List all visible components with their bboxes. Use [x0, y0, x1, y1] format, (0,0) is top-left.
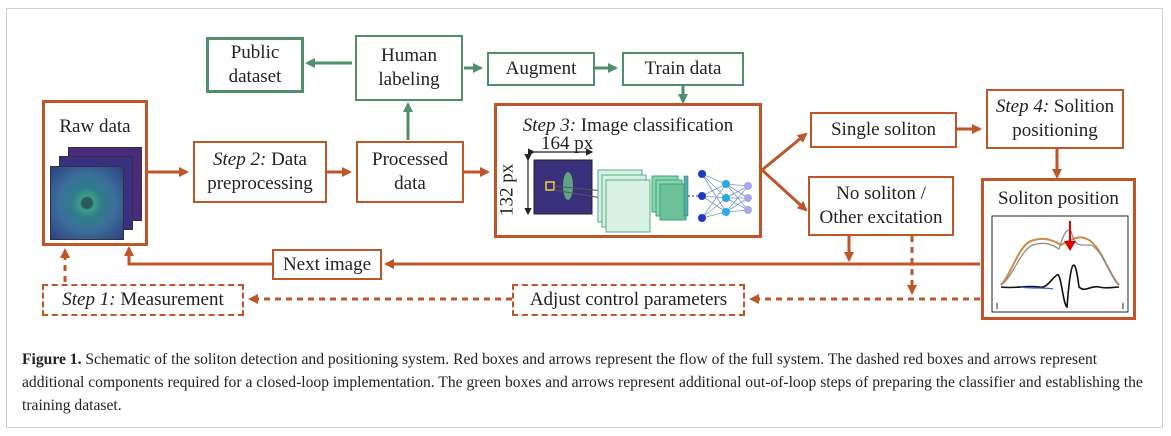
step1-line: Step 1: Measurement — [62, 288, 223, 312]
step3-title: Step 3: Image classification — [523, 114, 734, 138]
single-soliton-box: Single soliton — [810, 112, 957, 148]
step2-prefix: Step 2: — [213, 149, 267, 171]
augment-box: Augment — [487, 52, 595, 86]
figure-frame — [6, 8, 1163, 428]
human-labeling-line2: labeling — [378, 69, 440, 90]
step2-rest: Data — [266, 149, 307, 171]
processed-line1: Processed — [372, 149, 448, 171]
step2-preprocessing-box: Step 2: Data preprocessing — [193, 141, 327, 203]
single-soliton-label: Single soliton — [830, 119, 937, 141]
processed-line2: data — [394, 173, 426, 194]
next-image-box: Next image — [272, 249, 382, 280]
soliton-position-plot — [991, 215, 1129, 313]
step3-height-label: 132 px — [496, 163, 518, 216]
step3-rest: Image classification — [576, 115, 734, 136]
step3-width-label: 164 px — [541, 133, 594, 154]
adjust-parameters-box: Adjust control parameters — [512, 284, 745, 316]
raw-data-box: Raw data — [42, 100, 148, 246]
step4-line1: Step 4: Solition — [996, 95, 1114, 119]
public-dataset-box: Public dataset — [206, 37, 304, 93]
no-soliton-line2: Other excitation — [819, 207, 943, 228]
caption-text: Schematic of the soliton detection and p… — [22, 351, 1143, 414]
arrow-step3-to-single — [761, 132, 808, 172]
step1-prefix: Step 1: — [62, 289, 116, 311]
step1-rest: Measurement — [115, 289, 224, 311]
figure-caption: Figure 1. Schematic of the soliton detec… — [22, 348, 1152, 417]
raw-data-image-stack — [50, 147, 146, 243]
no-soliton-box: No soliton / Other excitation — [808, 176, 954, 236]
train-data-label: Train data — [644, 58, 722, 80]
step4-rest: Solition — [1049, 96, 1115, 118]
step3-classification-box: Step 3: Image classification — [494, 103, 762, 238]
step3-prefix: Step 3: — [522, 115, 577, 136]
soliton-position-title: Soliton position — [998, 188, 1119, 209]
caption-label: Figure 1. — [22, 351, 82, 368]
train-data-box: Train data — [622, 52, 744, 86]
step4-prefix: Step 4: — [995, 96, 1050, 118]
no-soliton-line1: No soliton / — [836, 183, 926, 205]
step2-line2: preprocessing — [207, 173, 313, 194]
adjust-label: Adjust control parameters — [529, 289, 728, 311]
processed-data-box: Processed data — [356, 141, 464, 203]
public-dataset-line2: dataset — [228, 66, 282, 87]
raw-data-label: Raw data — [59, 116, 131, 137]
connector-layer — [60, 58, 1062, 304]
human-labeling-line1: Human — [381, 45, 437, 67]
step2-line1: Step 2: Data — [213, 148, 307, 172]
step1-measurement-box: Step 1: Measurement — [42, 284, 244, 316]
raw-frame-front — [50, 166, 124, 240]
arrow-nextimage-to-raw — [124, 246, 272, 266]
human-labeling-box: Human labeling — [355, 35, 463, 101]
cnn-illustration — [524, 148, 752, 233]
augment-label: Augment — [505, 58, 577, 80]
public-dataset-line1: Public — [230, 42, 280, 64]
step4-positioning-box: Step 4: Solition positioning — [986, 89, 1124, 149]
step4-line2: positioning — [1012, 120, 1098, 141]
next-image-label: Next image — [282, 253, 372, 275]
soliton-position-box: Soliton position — [981, 178, 1136, 320]
arrow-step3-to-nosoliton — [760, 168, 808, 212]
